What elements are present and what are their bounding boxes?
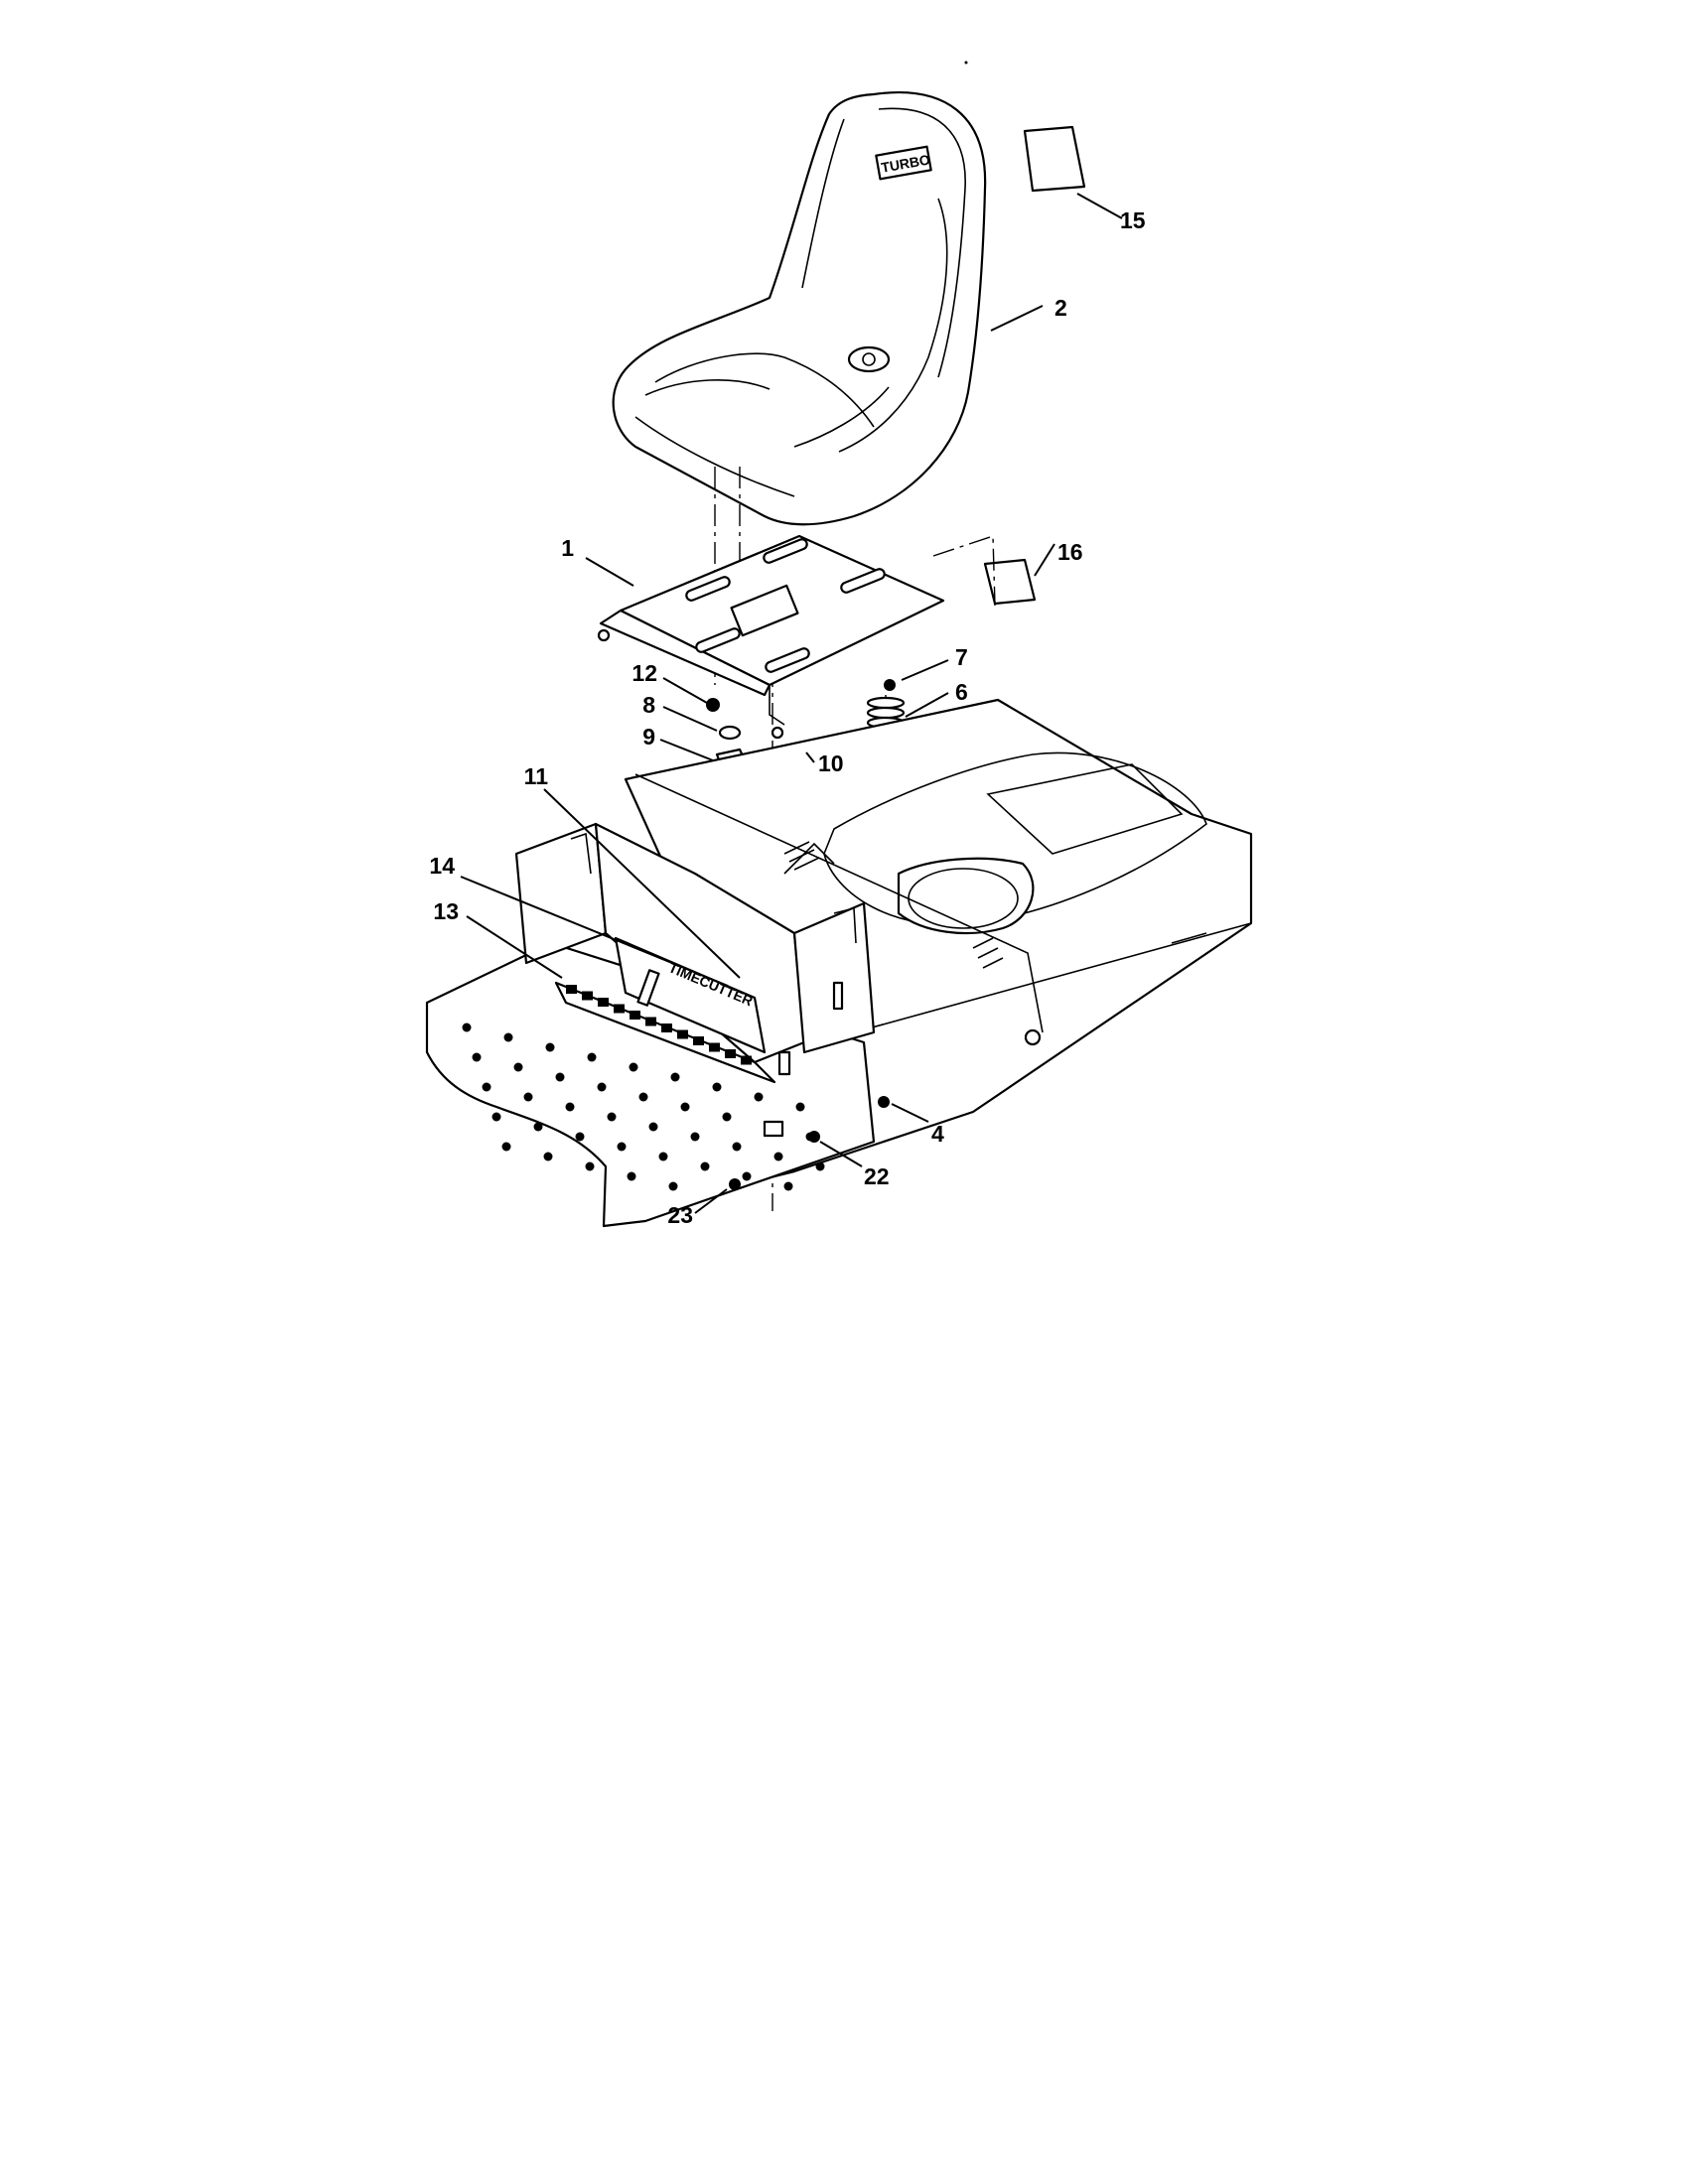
- callout-10: 10: [818, 751, 844, 776]
- decal-16: [983, 558, 1037, 606]
- floor-perforation: [607, 1112, 617, 1122]
- floor-perforation: [491, 1112, 501, 1122]
- callout-8: 8: [642, 692, 655, 718]
- console-switch: [598, 998, 609, 1007]
- seat: TURBO: [612, 91, 987, 526]
- bolt-4: [878, 1096, 890, 1108]
- console-switch: [661, 1024, 672, 1032]
- floor-perforation: [533, 1122, 543, 1132]
- console-switch: [645, 1017, 656, 1026]
- floor-perforation: [690, 1132, 700, 1142]
- floor-perforation: [513, 1062, 523, 1072]
- console-switch: [614, 1004, 625, 1014]
- console-switch: [709, 1042, 720, 1052]
- floor-perforation: [648, 1122, 658, 1132]
- floor-perforation: [627, 1171, 636, 1181]
- floor-perforation: [722, 1112, 732, 1122]
- floor-perforation: [462, 1023, 472, 1032]
- floor-perforation: [815, 1161, 825, 1171]
- floor-perforation: [783, 1181, 793, 1191]
- floor-perforation: [597, 1082, 607, 1092]
- floor-perforation: [773, 1152, 783, 1161]
- console-switch: [630, 1011, 640, 1020]
- callout-22: 22: [864, 1163, 890, 1189]
- floor-perforation: [732, 1142, 742, 1152]
- floor-perforation: [638, 1092, 648, 1102]
- callout-1: 1: [561, 535, 574, 561]
- callout-14: 14: [429, 853, 455, 879]
- leader-lines: [460, 193, 1123, 1214]
- floor-perforation: [555, 1072, 565, 1082]
- stray-dot: [964, 61, 968, 65]
- floor-perforation: [501, 1142, 511, 1152]
- callout-13: 13: [433, 898, 459, 924]
- floor-perforation: [658, 1152, 668, 1161]
- floor-perforation: [575, 1132, 585, 1142]
- floor-perforation: [482, 1082, 491, 1092]
- floor-perforation: [585, 1161, 595, 1171]
- nut-22: [808, 1131, 820, 1143]
- console-switch: [582, 991, 593, 1001]
- floor-perforation: [700, 1161, 710, 1171]
- floor-perforation: [670, 1072, 680, 1082]
- seat-mounting-plate: [597, 534, 945, 740]
- floor-perforation: [712, 1082, 722, 1092]
- control-console: TIMECUTTER: [514, 822, 876, 1084]
- floor-perforation: [543, 1152, 553, 1161]
- nut-7: [884, 679, 896, 691]
- console-switch: [725, 1049, 736, 1058]
- floor-perforation: [587, 1052, 597, 1062]
- floor-perforation: [503, 1032, 513, 1042]
- floor-perforation: [754, 1092, 764, 1102]
- floor-perforation: [617, 1142, 627, 1152]
- callout-15: 15: [1120, 207, 1146, 233]
- callout-labels: 1 2 4 6 7 8 9 10 11 12 13 14 15 16 22 23: [429, 207, 1145, 1228]
- console-switch: [677, 1029, 688, 1039]
- floor-perforation: [472, 1052, 482, 1062]
- callout-16: 16: [1057, 539, 1083, 565]
- callout-2: 2: [1054, 295, 1067, 321]
- nut-23: [729, 1178, 741, 1190]
- callout-6: 6: [955, 679, 968, 705]
- console-switch: [693, 1036, 704, 1045]
- washer-8: [718, 725, 742, 741]
- floor-perforation: [668, 1181, 678, 1191]
- callout-11: 11: [524, 763, 549, 789]
- callout-7: 7: [955, 644, 968, 670]
- console-switch: [741, 1055, 752, 1065]
- floor-perforation: [742, 1171, 752, 1181]
- nut-12: [706, 698, 720, 712]
- callout-23: 23: [667, 1202, 693, 1228]
- floor-perforation: [565, 1102, 575, 1112]
- console-switch: [566, 985, 577, 994]
- decal-15: [1023, 125, 1086, 193]
- floor-perforation: [629, 1062, 638, 1072]
- floor-perforation: [545, 1042, 555, 1052]
- floor-perforation: [680, 1102, 690, 1112]
- callout-9: 9: [642, 724, 655, 750]
- callout-4: 4: [931, 1121, 944, 1147]
- callout-12: 12: [632, 660, 657, 686]
- floor-perforation: [795, 1102, 805, 1112]
- bracket-bottom: [763, 1120, 784, 1138]
- floor-perforation: [523, 1092, 533, 1102]
